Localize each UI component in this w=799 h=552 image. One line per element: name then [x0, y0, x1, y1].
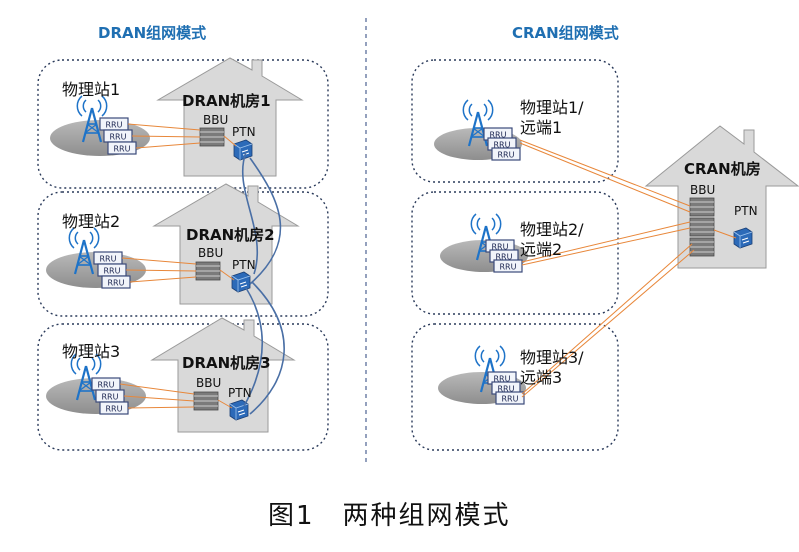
fiber-link: [521, 227, 691, 266]
ptn-ring-link: [243, 287, 264, 407]
fiber-link: [121, 257, 197, 265]
figure-caption: 图1 两种组网模式: [268, 501, 511, 531]
rru-label: RRU: [494, 141, 511, 150]
fiber-link: [519, 139, 691, 207]
cran-site-2-frame: [411, 191, 619, 315]
rru-label: RRU: [498, 151, 515, 160]
fiber-link: [219, 269, 235, 281]
dran-site-1-frame: [37, 59, 329, 189]
dran-site-3-frame: [37, 323, 329, 451]
cran-site-1-frame: [411, 59, 619, 183]
dran-site-2-label: 物理站2: [62, 212, 121, 231]
cran-site-1-label-line1: 物理站1/: [520, 98, 584, 117]
fiber-link: [521, 249, 695, 398]
rru-label: RRU: [102, 393, 119, 402]
fiber-link: [119, 383, 195, 395]
cran-room-house: [644, 125, 799, 269]
fiber-link: [127, 123, 201, 131]
ptn-ring-link: [241, 151, 259, 275]
fiber-link: [521, 221, 691, 263]
fiber-link: [521, 243, 693, 395]
rru-label: RRU: [114, 145, 131, 154]
fiber-link: [131, 135, 201, 138]
cran-site-3-label-line2: 远端3: [520, 368, 563, 387]
cran-site-3-frame: [411, 323, 619, 451]
rru-label: RRU: [106, 121, 123, 130]
fiber-link: [713, 229, 737, 239]
dran-room-3-house: [150, 317, 296, 433]
fiber-link: [127, 406, 195, 409]
dran-room-1-house: [156, 57, 304, 177]
cran-bbu-pool-icon: [689, 197, 715, 257]
fiber-link: [135, 142, 201, 149]
dran-room-2-house: [152, 183, 300, 305]
dran-bbu-2-icon: [195, 261, 221, 281]
cran-room-label: CRAN机房: [684, 160, 761, 178]
cran-site-2-label-line2: 远端2: [520, 240, 563, 259]
ptn-ring-link: [249, 157, 282, 285]
rru-label: RRU: [496, 253, 513, 262]
dran-site-2-frame: [37, 191, 329, 317]
rru-label: RRU: [490, 131, 507, 140]
cran-ptn-label: PTN: [734, 204, 758, 218]
dran-site-3-label: 物理站3: [62, 342, 121, 361]
dran-bbu-3-icon: [193, 391, 219, 411]
cran-bbu-label: BBU: [690, 183, 716, 197]
rru-label: RRU: [106, 405, 123, 414]
dran-room-2-label: DRAN机房2: [186, 226, 275, 244]
dran-ptn-1-icon: [233, 139, 253, 161]
rru-label: RRU: [492, 243, 509, 252]
rru-label: RRU: [494, 375, 511, 384]
dran-room-1-label: DRAN机房1: [182, 92, 271, 110]
rru-label: RRU: [104, 267, 121, 276]
fiber-link: [223, 135, 237, 147]
dran-site-1-label: 物理站1: [62, 80, 121, 99]
dran-bbu-1-icon: [199, 127, 225, 147]
dran-room-3-label: DRAN机房3: [182, 354, 271, 372]
rru-label: RRU: [502, 395, 519, 404]
rru-label: RRU: [500, 263, 517, 272]
cran-site-2-label-line1: 物理站2/: [520, 220, 584, 239]
cran-ptn-icon: [733, 227, 753, 249]
rru-label: RRU: [108, 279, 125, 288]
cran-site-3-label-line1: 物理站3/: [520, 348, 584, 367]
fiber-link: [519, 142, 691, 213]
rru-label: RRU: [98, 381, 115, 390]
ptn-ring-link: [249, 281, 285, 415]
dran-section-title: DRAN组网模式: [98, 24, 207, 42]
fiber-link: [217, 399, 233, 409]
fiber-link: [123, 395, 195, 402]
dran-ptn-2-label: PTN: [232, 258, 256, 272]
dran-bbu-3-label: BBU: [196, 376, 222, 390]
rru-label: RRU: [498, 385, 515, 394]
dran-bbu-2-label: BBU: [198, 246, 224, 260]
rru-label: RRU: [100, 255, 117, 264]
dran-bbu-1-label: BBU: [203, 113, 229, 127]
cran-section-title: CRAN组网模式: [512, 24, 619, 42]
dran-ptn-3-label: PTN: [228, 386, 252, 400]
cran-site-1-label-line2: 远端1: [520, 118, 563, 137]
rru-label: RRU: [110, 133, 127, 142]
fiber-link: [129, 276, 197, 283]
fiber-link: [125, 269, 197, 272]
dran-ptn-1-label: PTN: [232, 125, 256, 139]
